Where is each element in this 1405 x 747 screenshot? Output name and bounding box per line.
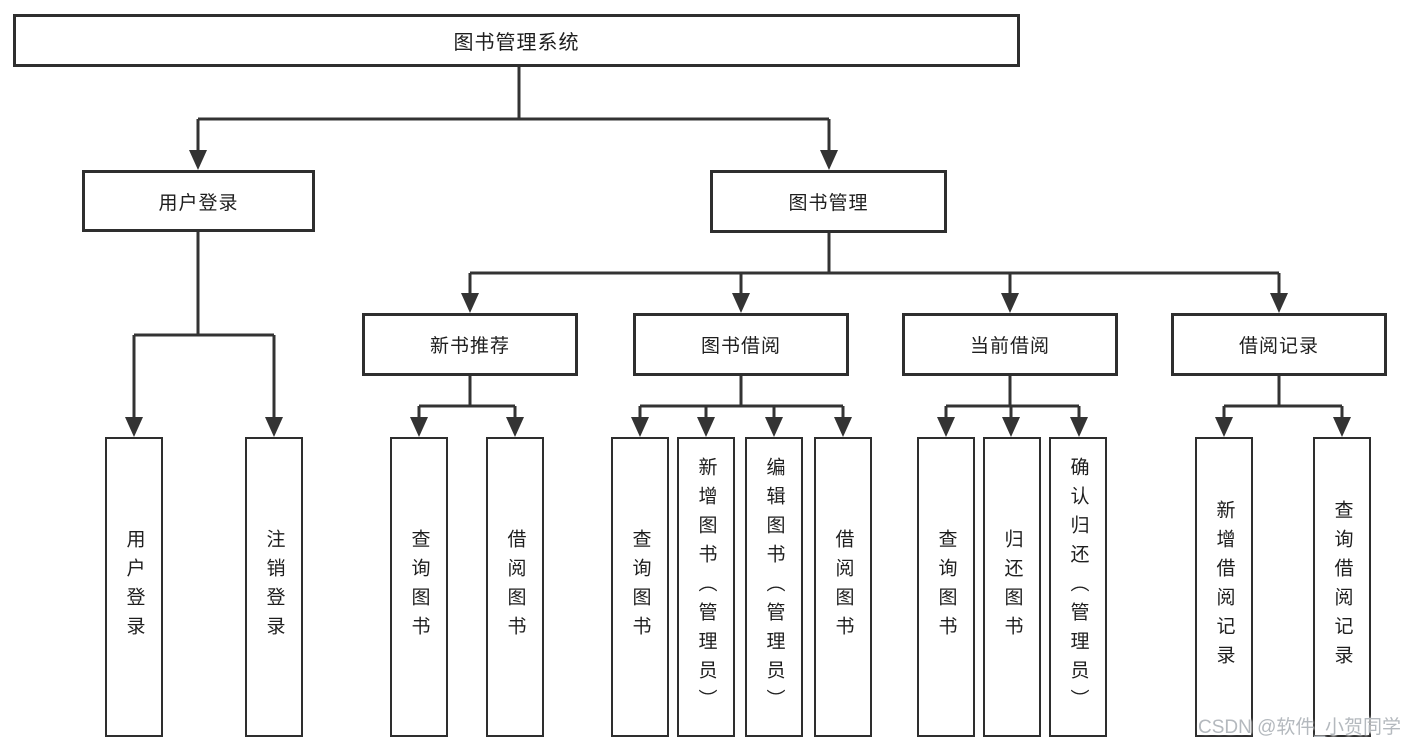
node-borrowing-records: 借阅记录 xyxy=(1171,313,1387,376)
leaf-query-books-borrowing-label: 查询图书 xyxy=(629,529,651,645)
leaf-logout-label: 注销登录 xyxy=(263,529,285,645)
leaf-borrow-books-recommend-label: 借阅图书 xyxy=(504,529,526,645)
leaf-user-login: 用户登录 xyxy=(105,437,163,737)
arrowheads xyxy=(125,150,1351,437)
csdn-watermark: CSDN @软件_小贺同学 xyxy=(1198,717,1401,738)
node-library-system: 图书管理系统 xyxy=(13,14,1020,67)
leaf-query-books-borrowing: 查询图书 xyxy=(611,437,669,737)
leaf-add-borrow-record-label: 新增借阅记录 xyxy=(1213,500,1235,674)
leaf-query-borrow-record: 查询借阅记录 xyxy=(1313,437,1371,737)
leaf-return-book-label: 归还图书 xyxy=(1001,529,1023,645)
leaf-borrow-books-label: 借阅图书 xyxy=(832,529,854,645)
leaf-return-book: 归还图书 xyxy=(983,437,1041,737)
leaf-edit-book-admin: 编辑图书（管理员） xyxy=(745,437,803,737)
leaf-confirm-return-admin: 确认归还（管理员） xyxy=(1049,437,1107,737)
node-new-book-recommendation: 新书推荐 xyxy=(362,313,578,376)
leaf-add-book-admin: 新增图书（管理员） xyxy=(677,437,735,737)
leaf-borrow-books: 借阅图书 xyxy=(814,437,872,737)
leaf-query-books-recommend-label: 查询图书 xyxy=(408,529,430,645)
leaf-borrow-books-recommend: 借阅图书 xyxy=(486,437,544,737)
tree-edges xyxy=(132,67,1344,419)
leaf-add-borrow-record: 新增借阅记录 xyxy=(1195,437,1253,737)
leaf-query-borrow-record-label: 查询借阅记录 xyxy=(1331,500,1353,674)
leaf-query-books-recommend: 查询图书 xyxy=(390,437,448,737)
leaf-query-books-current: 查询图书 xyxy=(917,437,975,737)
leaf-add-book-admin-label: 新增图书（管理员） xyxy=(695,456,717,718)
node-current-borrowing: 当前借阅 xyxy=(902,313,1118,376)
leaf-user-login-label: 用户登录 xyxy=(123,529,145,645)
node-book-borrowing: 图书借阅 xyxy=(633,313,849,376)
node-book-management: 图书管理 xyxy=(710,170,947,233)
node-user-login: 用户登录 xyxy=(82,170,315,232)
leaf-query-books-current-label: 查询图书 xyxy=(935,529,957,645)
leaf-confirm-return-admin-label: 确认归还（管理员） xyxy=(1067,456,1089,718)
leaf-edit-book-admin-label: 编辑图书（管理员） xyxy=(763,456,785,718)
leaf-logout: 注销登录 xyxy=(245,437,303,737)
